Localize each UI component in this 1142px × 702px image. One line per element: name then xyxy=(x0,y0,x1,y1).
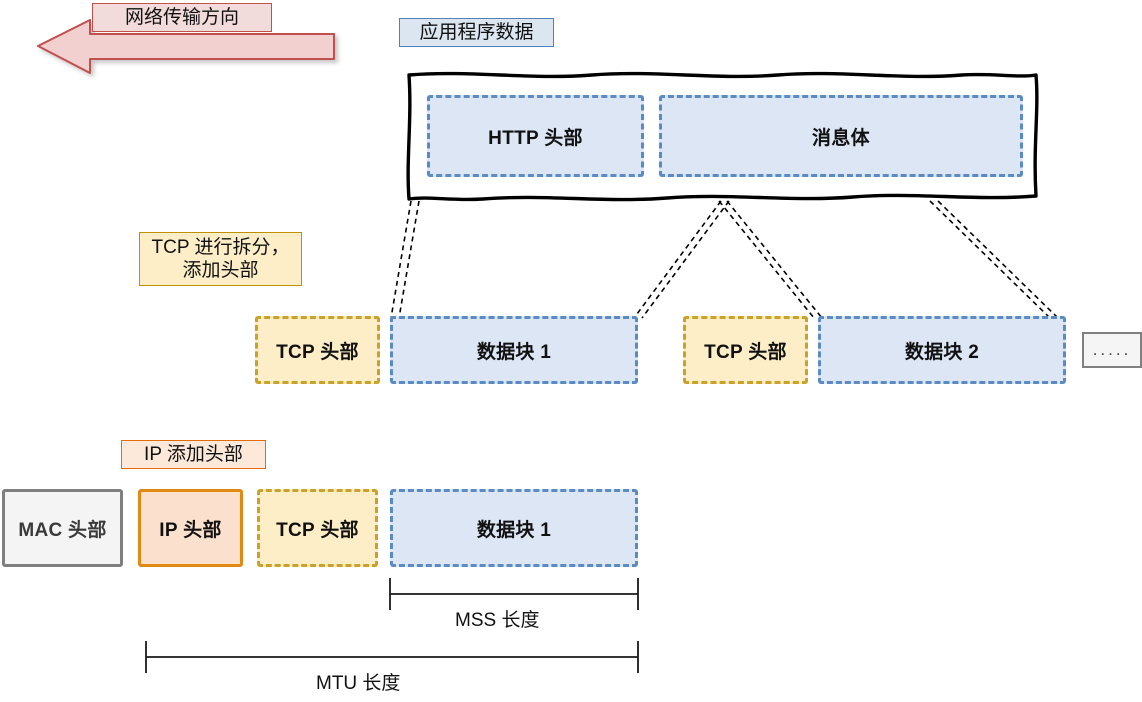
block-ip-header: IP 头部 xyxy=(138,489,243,567)
label-ip-add-header: IP 添加头部 xyxy=(121,440,266,469)
block-mac-header: MAC 头部 xyxy=(2,489,123,567)
label-tcp-split-note: TCP 进行拆分， 添加头部 xyxy=(139,232,302,286)
measure-label-mss: MSS 长度 xyxy=(455,610,540,631)
block-http-header: HTTP 头部 xyxy=(427,95,644,177)
connector-lines xyxy=(390,200,1059,319)
label-transmission-direction: 网络传输方向 xyxy=(92,3,272,32)
measure-label-mtu: MTU 长度 xyxy=(316,673,401,694)
block-data-chunk-1: 数据块 1 xyxy=(390,316,638,384)
block-data-chunk-1-frame: 数据块 1 xyxy=(390,489,638,567)
block-tcp-header-frame: TCP 头部 xyxy=(257,489,378,567)
block-data-chunk-2: 数据块 2 xyxy=(818,316,1066,384)
block-tcp-ellipsis: ..... xyxy=(1082,332,1142,368)
block-message-body: 消息体 xyxy=(659,95,1023,177)
label-application-data: 应用程序数据 xyxy=(399,18,554,47)
block-tcp-header-2: TCP 头部 xyxy=(683,316,808,384)
block-tcp-header-1: TCP 头部 xyxy=(255,316,380,384)
